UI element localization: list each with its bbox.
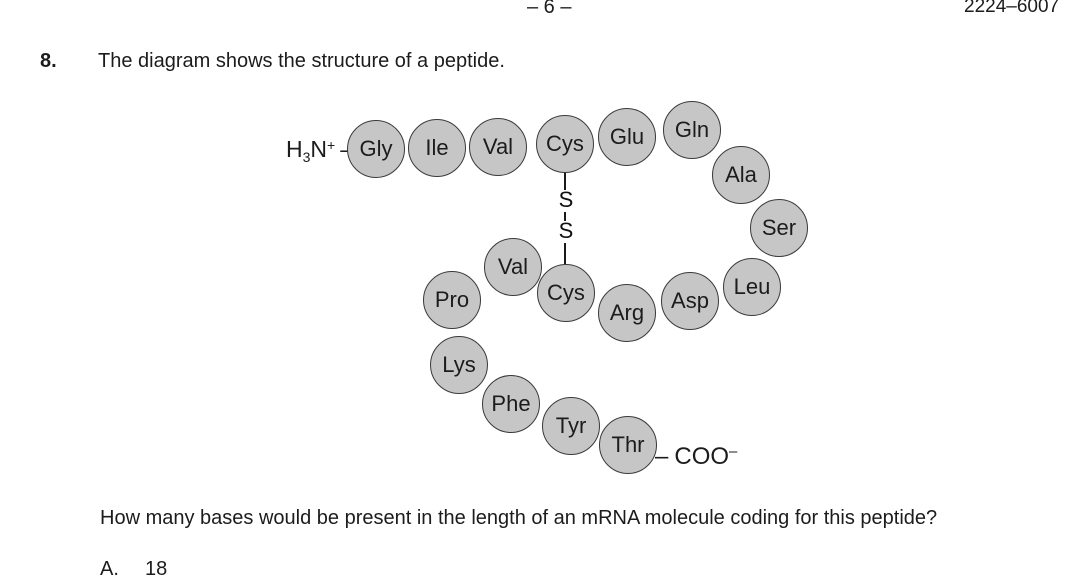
residue-circle-asp: Asp (661, 272, 719, 330)
sulfur-bottom-label: S (558, 218, 574, 243)
residue-circle-ile: Ile (408, 119, 466, 177)
question-intro-text: The diagram shows the structure of a pep… (98, 50, 505, 72)
residue-label-gln: Gln (674, 117, 710, 142)
residue-circle-lys: Lys (430, 336, 488, 394)
residue-circle-glu: Glu (598, 108, 656, 166)
residue-label-glu: Glu (609, 124, 645, 149)
residue-circle-cys-1: Cys (536, 115, 594, 173)
option-a-value: 18 (145, 558, 168, 580)
c-terminus-label: –COO– (655, 444, 737, 469)
residue-circle-gln: Gln (663, 101, 721, 159)
residue-label-arg: Arg (609, 300, 645, 325)
residue-label-cys-1: Cys (546, 131, 584, 156)
residue-label-pro: Pro (434, 287, 470, 312)
residue-label-ser: Ser (761, 215, 797, 240)
residue-circle-ala: Ala (712, 146, 770, 204)
residue-label-thr: Thr (611, 432, 645, 457)
residue-circle-gly: Gly (347, 120, 405, 178)
residue-circle-thr: Thr (599, 416, 657, 474)
residue-label-leu: Leu (733, 274, 771, 299)
residue-label-tyr: Tyr (555, 413, 587, 438)
disulfide-bond-line-middle (564, 212, 566, 221)
answer-option-a: A. 18 (100, 558, 167, 581)
question-prompt-text: How many bases would be present in the l… (100, 507, 938, 529)
residue-circle-val-2: Val (484, 238, 542, 296)
question-number: 8. (40, 50, 57, 72)
residue-label-val-1: Val (482, 134, 514, 159)
option-a-letter: A. (100, 558, 119, 580)
c-terminus-superscript: – (729, 443, 738, 460)
residue-label-lys: Lys (442, 352, 476, 377)
disulfide-bond-line-bottom (564, 243, 566, 264)
page-number: – 6 – (527, 0, 572, 18)
n-terminus-label: H3N+– (286, 136, 353, 165)
residue-circle-pro: Pro (423, 271, 481, 329)
residue-label-ala: Ala (725, 162, 757, 187)
sulfur-top-label: S (558, 187, 574, 212)
residue-label-gly: Gly (359, 136, 393, 161)
n-terminus-h: H (286, 136, 303, 162)
n-terminus-n: N (310, 136, 328, 162)
residue-circle-ser: Ser (750, 199, 808, 257)
c-terminus-bond-dash: – (655, 443, 669, 470)
residue-circle-leu: Leu (723, 258, 781, 316)
residue-circle-val-1: Val (469, 118, 527, 176)
residue-circle-arg: Arg (598, 284, 656, 342)
paper-code: 2224–6007 (964, 0, 1060, 17)
residue-label-phe: Phe (491, 391, 531, 416)
residue-circle-phe: Phe (482, 375, 540, 433)
c-terminus-group: COO (674, 443, 730, 470)
disulfide-bond-line-top (564, 172, 566, 190)
residue-label-val-2: Val (497, 254, 529, 279)
n-terminus-superscript: + (327, 137, 336, 153)
residue-label-cys-2: Cys (547, 280, 585, 305)
residue-circle-tyr: Tyr (542, 397, 600, 455)
n-terminus-subscript: 3 (302, 149, 311, 165)
residue-label-ile: Ile (425, 135, 449, 160)
residue-label-asp: Asp (671, 288, 709, 313)
residue-circle-cys-2: Cys (537, 264, 595, 322)
